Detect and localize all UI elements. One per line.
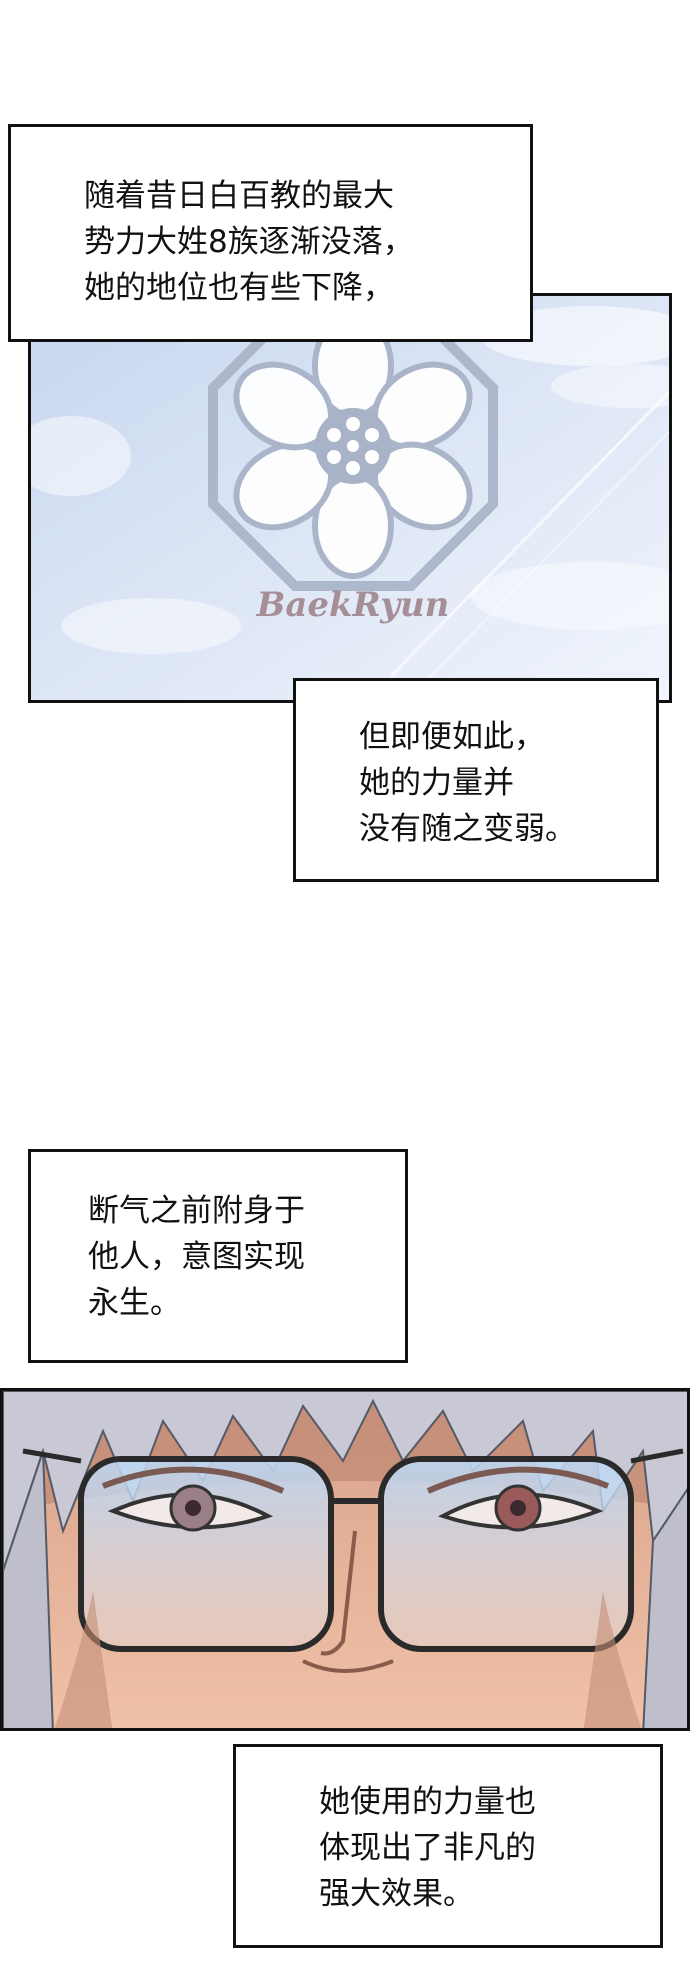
caption-box-1: 随着昔日白百教的最大 势力大姓8族逐渐没落， 她的地位也有些下降， <box>8 124 533 342</box>
caption-text-4: 她使用的力量也 体现出了非凡的 强大效果。 <box>319 1784 536 1912</box>
caption-text-2: 但即便如此， 她的力量并 没有随之变弱。 <box>359 719 576 847</box>
glasses-face-panel <box>0 1388 690 1731</box>
caption-box-4: 她使用的力量也 体现出了非凡的 强大效果。 <box>233 1744 663 1948</box>
caption-text-1: 随着昔日白百教的最大 势力大姓8族逐渐没落， 她的地位也有些下降， <box>84 178 414 306</box>
caption-box-2: 但即便如此， 她的力量并 没有随之变弱。 <box>293 678 659 882</box>
face-illustration <box>3 1391 687 1728</box>
caption-text-3: 断气之前附身于 他人，意图实现 永生。 <box>88 1193 305 1321</box>
sky-emblem-panel: BaekRyun <box>28 293 672 703</box>
watermark-text: BaekRyun <box>256 585 450 625</box>
sky-emblem-illustration: BaekRyun <box>31 296 669 700</box>
caption-box-3: 断气之前附身于 他人，意图实现 永生。 <box>28 1149 408 1363</box>
